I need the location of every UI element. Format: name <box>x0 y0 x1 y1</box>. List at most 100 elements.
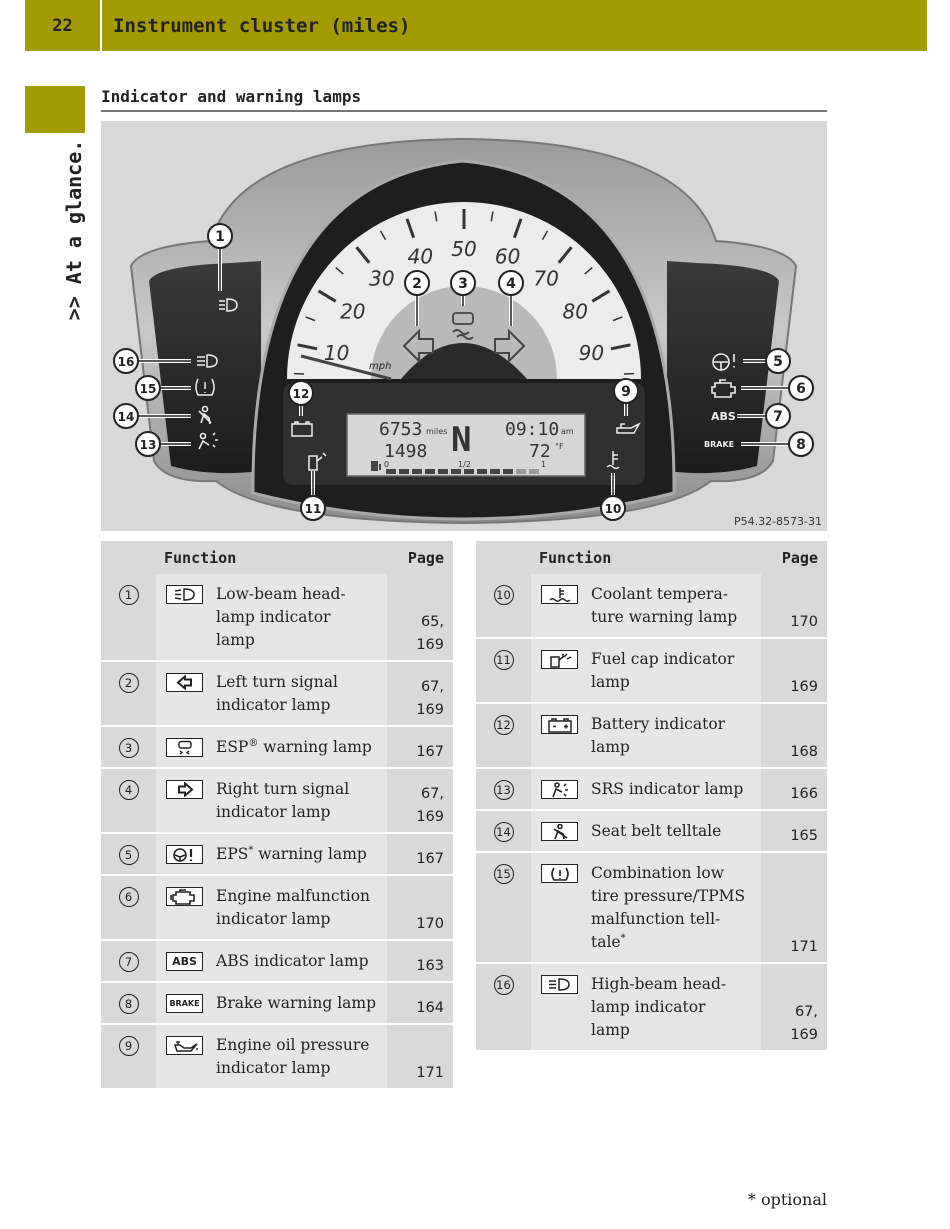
row-number: 14 <box>493 822 514 842</box>
row-number: 7 <box>118 952 139 972</box>
function-text: Seat belt telltale <box>591 822 722 840</box>
callout-number: 11 <box>305 502 322 516</box>
callout-circle <box>300 495 326 521</box>
num-column-header <box>476 541 531 574</box>
lcd-trip: 1498 <box>384 441 427 462</box>
abs-icon: ABS <box>166 952 203 971</box>
fuel-bar <box>529 469 539 474</box>
function-cell: Left turn signal indicator lamp <box>156 660 387 726</box>
callout-circle <box>135 431 161 457</box>
oil-can-icon <box>166 1036 203 1055</box>
fuel-bar <box>464 469 474 474</box>
function-column-header: Function <box>156 541 387 574</box>
function-text: ABS indicator lamp <box>216 952 369 970</box>
page-reference: 167 <box>416 851 444 867</box>
table-row: 5 EPS* warning lamp 167 <box>101 832 453 875</box>
page-cell: 167 <box>387 725 453 768</box>
page-cell: 168 <box>761 702 827 768</box>
page-cell: 165 <box>761 809 827 852</box>
function-text: ESP® warning lamp <box>216 737 372 756</box>
lcd-battery-icon <box>291 421 313 437</box>
lcd-temperature-unit: °F <box>555 442 564 451</box>
callout-circle <box>498 270 524 296</box>
dial-tick-label: 50 <box>451 237 476 261</box>
function-cell: Battery indicator lamp <box>531 702 761 768</box>
dial-tick <box>355 246 371 264</box>
high-beam-icon <box>541 975 578 994</box>
page-reference: 163 <box>416 958 444 974</box>
table-row: 6 Engine malfunction indicator lamp 170 <box>101 874 453 940</box>
page-reference: 168 <box>790 744 818 760</box>
function-text: Engine oil pressure indicator lamp <box>216 1036 370 1077</box>
page-column-header: Page <box>387 541 453 574</box>
function-cell: ABS ABS indicator lamp <box>156 939 387 982</box>
dial-tick-label: 40 <box>408 245 433 269</box>
page-cell: 170 <box>761 574 827 638</box>
pod-srs-icon <box>198 432 218 450</box>
callout-circle <box>404 270 430 296</box>
dial-tick-label: 90 <box>579 341 604 365</box>
row-number-cell: 6 <box>101 874 156 940</box>
dial-tick <box>557 246 573 264</box>
function-cell: Coolant tempera- ture warning lamp <box>531 574 761 638</box>
callout-number: 2 <box>412 276 422 292</box>
page-column-header: Page <box>761 541 827 574</box>
fuel-cap-icon <box>541 650 578 669</box>
row-number-cell: 5 <box>101 832 156 875</box>
function-cell: Combination low tire pressure/TPMS malfu… <box>531 851 761 963</box>
section-rule <box>101 110 827 112</box>
tire-pressure-icon <box>541 864 578 883</box>
table-row: 2 Left turn signal indicator lamp 67, 169 <box>101 660 453 726</box>
page-cell: 164 <box>387 981 453 1024</box>
lcd-clock: 09:10 <box>505 419 559 440</box>
speedometer-needle <box>300 354 392 381</box>
fuel-bar <box>503 469 513 474</box>
function-text: Left turn signal indicator lamp <box>216 673 338 714</box>
function-cell: Engine malfunction indicator lamp <box>156 874 387 940</box>
dial-left-arrow-icon <box>402 328 434 364</box>
low-beam-icon <box>166 585 203 604</box>
lcd-screen <box>346 413 586 477</box>
dial-tick <box>379 230 387 240</box>
page-reference: 170 <box>416 916 444 932</box>
page-reference: 171 <box>416 1065 444 1081</box>
lcd-fuel-empty: 0 <box>384 460 389 469</box>
row-number: 2 <box>118 673 139 693</box>
row-number-cell: 16 <box>476 962 531 1050</box>
dial-tick-label: 80 <box>562 300 587 324</box>
lcd-gear: N <box>451 420 471 460</box>
callout-number: 15 <box>140 382 157 396</box>
function-text: Fuel cap indicator lamp <box>591 650 735 691</box>
battery-icon <box>541 715 578 734</box>
lcd-coolant-icon <box>606 451 620 470</box>
function-text: Brake warning lamp <box>216 994 377 1012</box>
row-number-cell: 13 <box>476 767 531 810</box>
page-title: Instrument cluster (miles) <box>113 14 411 37</box>
num-column-header <box>101 541 156 574</box>
page-reference: 67, 169 <box>416 679 444 718</box>
callout-circle <box>207 223 233 249</box>
pod-seat-belt-icon <box>198 405 212 425</box>
row-number: 6 <box>118 887 139 907</box>
dial-tick <box>297 343 318 351</box>
page-number: 22 <box>52 15 73 36</box>
page-cell: 67, 169 <box>761 962 827 1050</box>
dial-tick <box>490 211 494 222</box>
row-number: 3 <box>118 738 139 758</box>
row-number-cell: 3 <box>101 725 156 768</box>
page-cell: 163 <box>387 939 453 982</box>
pod-tire-pressure-icon <box>195 378 215 396</box>
function-text: EPS* warning lamp <box>216 844 367 863</box>
fuel-bar <box>386 469 396 474</box>
function-text: Low-beam head- lamp indicator lamp <box>216 585 346 649</box>
fuel-bar <box>425 469 435 474</box>
row-number: 13 <box>493 780 514 800</box>
callout-number: 16 <box>118 355 135 369</box>
row-number: 8 <box>118 994 139 1014</box>
function-cell: Low-beam head- lamp indicator lamp <box>156 574 387 661</box>
left-arrow-icon <box>166 673 203 692</box>
row-number: 5 <box>118 845 139 865</box>
lcd-clock-suffix: am <box>561 427 574 436</box>
